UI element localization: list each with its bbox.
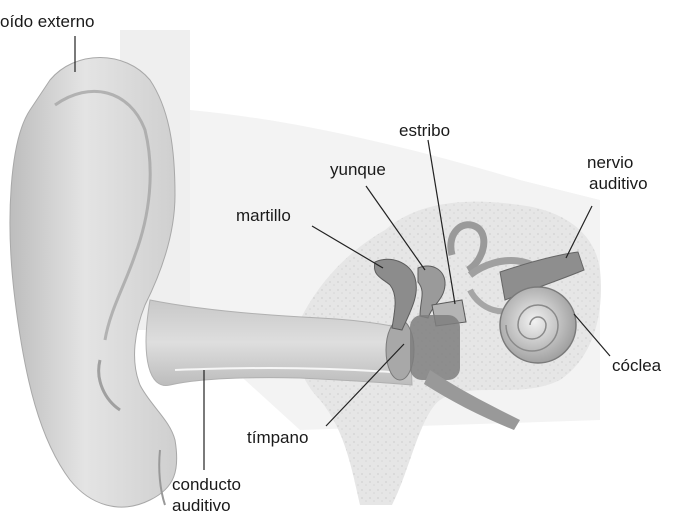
eardrum-label: tímpano (247, 428, 308, 448)
cochlea-shape (500, 287, 576, 363)
cochlea-label: cóclea (612, 356, 661, 376)
ear-canal-label-line1: conducto (172, 475, 241, 495)
stirrup-label: estribo (399, 121, 450, 141)
auditory-nerve-label-line1: nervio (587, 153, 633, 173)
ear-canal-label-line2: auditivo (172, 496, 231, 516)
outer-ear-label: oído externo (0, 12, 95, 32)
outer-ear-shape (10, 58, 177, 508)
hammer-label: martillo (236, 206, 291, 226)
anvil-label: yunque (330, 160, 386, 180)
auditory-nerve-label-line2: auditivo (589, 174, 648, 194)
middle-ear-cavity (410, 315, 460, 380)
